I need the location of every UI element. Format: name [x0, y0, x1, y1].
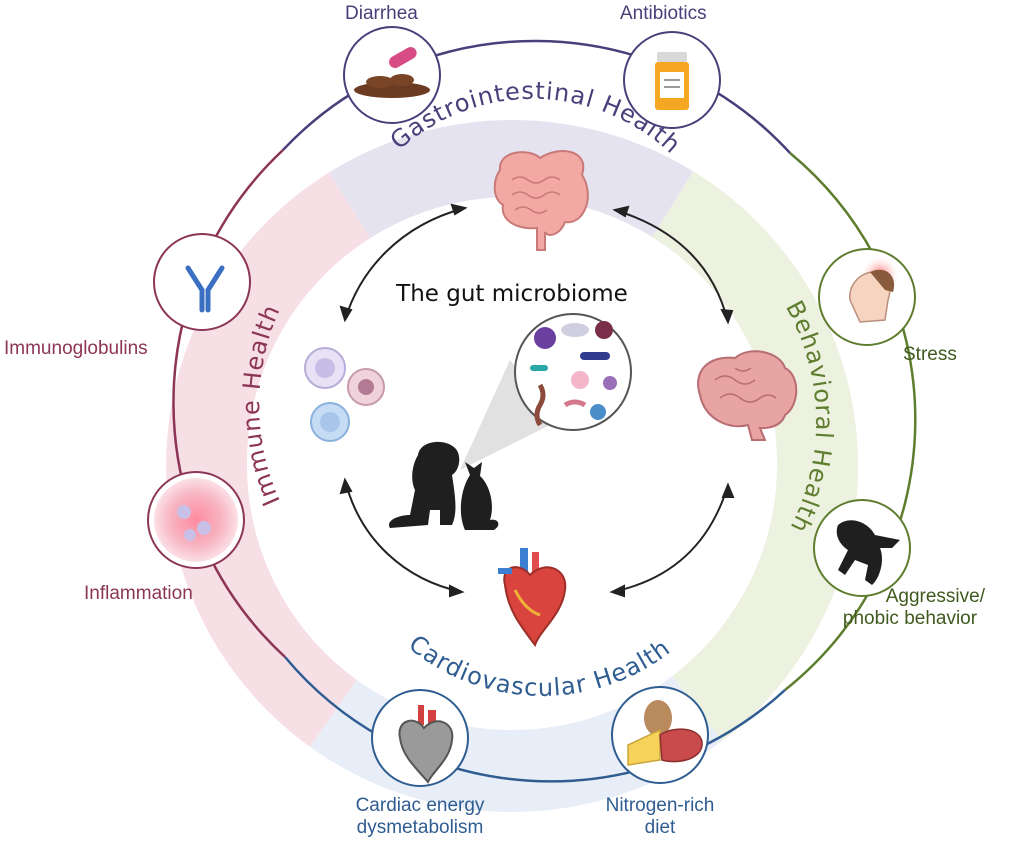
arrow-gi-immune: [344, 207, 466, 321]
immune-cells-icon: [304, 347, 385, 442]
diarrhea-label: Diarrhea: [345, 3, 418, 24]
immunoglobulins-label: Immunoglobulins: [4, 338, 148, 359]
stress-face-icon: [849, 257, 898, 323]
protein-food-icon: [627, 700, 703, 766]
cardio-arc: [284, 656, 786, 783]
arrow-gi-behavioral: [614, 209, 729, 323]
behavioral-arc: [784, 152, 917, 691]
antibody-icon: [185, 265, 225, 313]
aggressive-dog-icon: [836, 520, 900, 585]
diarrhea-badge: [343, 26, 441, 124]
center-title: The gut microbiome: [396, 281, 628, 307]
dog-cat-icon: [389, 441, 499, 530]
aggressive-label-line1: Aggressive/: [885, 586, 985, 607]
magnifier-beam: [460, 360, 560, 470]
antibiotics-icon: [655, 52, 689, 110]
diseased-heart-icon: [398, 705, 454, 784]
nitrogen-label-line1: Nitrogen-rich: [605, 795, 715, 816]
immune-arc: [172, 149, 286, 658]
aggressive-label: Aggressive/ phobic behavior: [835, 586, 985, 630]
nitrogen-label-line2: diet: [644, 816, 676, 838]
inflammation-label: Inflammation: [84, 583, 193, 604]
inner-circle: [247, 197, 777, 727]
cardiac-label: Cardiac energy dysmetabolism: [342, 795, 498, 839]
nitrogen-label: Nitrogen-rich diet: [595, 795, 725, 839]
cardiac-label-line1: Cardiac energy: [355, 795, 485, 816]
arrows: [339, 203, 735, 598]
diarrhea-icon: [354, 47, 430, 98]
arrow-behavioral-cardio: [611, 484, 729, 593]
heart-icon: [498, 548, 567, 648]
antibiotics-label: Antibiotics: [620, 3, 707, 24]
brain-icon: [697, 350, 798, 441]
intestine-icon: [493, 150, 589, 251]
microbes-icon: [514, 313, 632, 431]
arrow-immune-cardio: [344, 479, 463, 593]
immunoglobulins-badge: [153, 233, 251, 331]
inflammation-icon: [154, 478, 238, 562]
stress-label: Stress: [903, 344, 957, 365]
aggressive-label-line2: phobic behavior: [842, 607, 978, 629]
cardiac-label-line2: dysmetabolism: [356, 816, 484, 838]
